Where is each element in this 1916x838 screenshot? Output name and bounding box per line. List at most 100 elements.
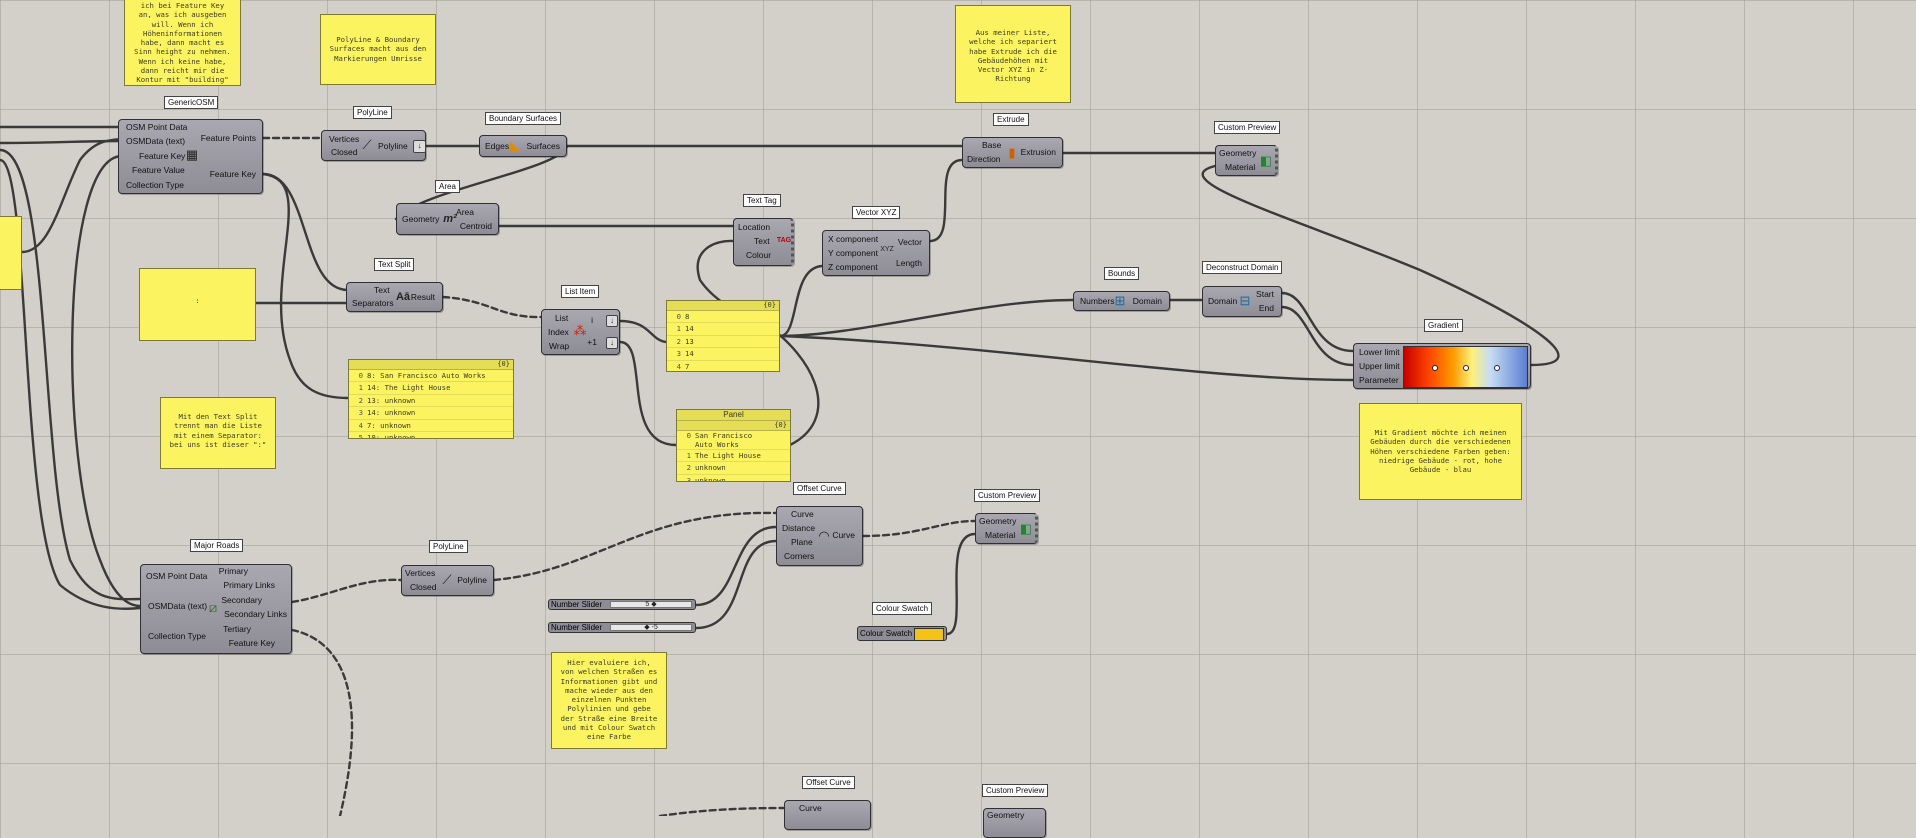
- port-oc2-curve[interactable]: Curve: [799, 803, 822, 813]
- text-split-component[interactable]: Text Separators Aā Result: [346, 282, 443, 312]
- port-feature-points[interactable]: Feature Points: [200, 133, 256, 143]
- polyline-2-title: PolyLine: [429, 540, 468, 553]
- port-length[interactable]: Length: [896, 258, 922, 268]
- polyline-2-component[interactable]: Vertices Closed ⟋ Polyline: [401, 565, 494, 596]
- port-z-component[interactable]: Z component: [828, 262, 878, 272]
- text-split-title: Text Split: [374, 258, 415, 271]
- port-colour[interactable]: Colour: [746, 250, 772, 260]
- port-mr-osmdata-text[interactable]: OSMData (text): [148, 601, 208, 611]
- port-tertiary[interactable]: Tertiary: [223, 624, 251, 634]
- port-collection-type[interactable]: Collection Type: [126, 180, 184, 190]
- port-p2-vertices[interactable]: Vertices: [405, 568, 436, 578]
- port-mr-collection-type[interactable]: Collection Type: [148, 631, 206, 641]
- port-feature-key[interactable]: Feature Key: [139, 151, 186, 161]
- major-roads-component[interactable]: OSM Point Data OSMData (text) Collection…: [140, 564, 292, 654]
- offset-curve-2-component[interactable]: Curve: [784, 800, 871, 830]
- custom-preview-2-component[interactable]: Geometry Material ◧: [975, 513, 1038, 544]
- port-parameter[interactable]: Parameter: [1359, 375, 1399, 385]
- port-cp2-material[interactable]: Material: [985, 530, 1016, 540]
- port-location[interactable]: Location: [738, 222, 771, 232]
- slider-track[interactable]: ◆ -5: [610, 624, 692, 631]
- gradient-component[interactable]: Lower limit Upper limit Parameter: [1353, 343, 1531, 389]
- gradient-grip[interactable]: [1463, 365, 1469, 371]
- bounds-component[interactable]: Numbers ⊞ Domain: [1073, 291, 1170, 311]
- port-area[interactable]: Area: [456, 207, 474, 217]
- gradient-grip[interactable]: [1494, 365, 1500, 371]
- port-cp3-geometry[interactable]: Geometry: [987, 810, 1025, 820]
- generic-osm-component[interactable]: OSM Point Data OSMData (text) Feature Ke…: [118, 119, 263, 194]
- port-extrusion[interactable]: Extrusion: [1020, 147, 1056, 157]
- custom-preview-1-component[interactable]: Geometry Material ◧: [1215, 145, 1278, 176]
- port-primary[interactable]: Primary: [218, 566, 248, 576]
- port-mr-feature-key[interactable]: Feature Key: [228, 638, 275, 648]
- port-upper-limit[interactable]: Upper limit: [1359, 361, 1400, 371]
- port-base[interactable]: Base: [982, 140, 1002, 150]
- port-oc-distance[interactable]: Distance: [782, 523, 816, 533]
- port-cp2-geometry[interactable]: Geometry: [979, 516, 1017, 526]
- port-primary-links[interactable]: Primary Links: [223, 580, 275, 590]
- port-vertices[interactable]: Vertices: [329, 134, 360, 144]
- port-numbers[interactable]: Numbers: [1080, 296, 1115, 306]
- port-tag-text[interactable]: Text: [754, 236, 770, 246]
- port-domain[interactable]: Domain: [1132, 296, 1162, 306]
- area-component[interactable]: Geometry m² Area Centroid: [396, 203, 499, 235]
- port-direction[interactable]: Direction: [967, 154, 1001, 164]
- vector-xyz-component[interactable]: X component Y component Z component XYZ …: [822, 230, 930, 276]
- offset-curve-1-component[interactable]: Curve Distance Plane Corners ◠ Curve: [776, 506, 863, 566]
- polyline-1-component[interactable]: Vertices Closed ⟋ Polyline ↓: [321, 130, 426, 161]
- number-slider-distance-negative[interactable]: Number Slider ◆ -5: [548, 622, 696, 633]
- boundary-surfaces-component[interactable]: Edges ◣ Surfaces: [479, 135, 567, 157]
- polyline-output-label[interactable]: Polyline: [378, 141, 408, 151]
- number-slider-distance[interactable]: Number Slider 5 ◆: [548, 599, 696, 610]
- port-text[interactable]: Text: [374, 285, 390, 295]
- text-tag-component[interactable]: Location Text Colour TAG: [733, 218, 794, 266]
- port-y-component[interactable]: Y component: [828, 248, 878, 258]
- port-oc-plane[interactable]: Plane: [791, 537, 813, 547]
- port-edges[interactable]: Edges: [485, 141, 510, 151]
- port-closed[interactable]: Closed: [331, 147, 358, 157]
- list-item-component[interactable]: List Index Wrap ⁂ i +1 ↓ ↓: [541, 309, 620, 355]
- port-mr-osm-point-data[interactable]: OSM Point Data: [146, 571, 208, 581]
- colour-swatch-component[interactable]: Colour Swatch: [857, 626, 947, 641]
- port-x-component[interactable]: X component: [828, 234, 879, 244]
- slider-track[interactable]: 5 ◆: [610, 601, 692, 608]
- port-list[interactable]: List: [555, 313, 569, 323]
- port-start[interactable]: Start: [1256, 289, 1274, 299]
- panel-row-value: 13: unknown: [367, 395, 416, 405]
- port-index[interactable]: Index: [548, 327, 569, 337]
- port-end[interactable]: End: [1258, 303, 1274, 313]
- port-centroid[interactable]: Centroid: [459, 221, 492, 231]
- port-cp1-geometry[interactable]: Geometry: [1219, 148, 1257, 158]
- deconstruct-domain-component[interactable]: Domain ⊟ Start End: [1202, 286, 1282, 317]
- gradient-grip[interactable]: [1432, 365, 1438, 371]
- port-plus-one[interactable]: +1: [587, 337, 597, 347]
- custom-preview-3-component[interactable]: Geometry: [983, 808, 1046, 838]
- port-oc-curve-out[interactable]: Curve: [832, 530, 855, 540]
- polyline-2-output-label[interactable]: Polyline: [457, 575, 487, 585]
- extrude-component[interactable]: Base Direction ▮ Extrusion: [962, 137, 1063, 168]
- port-geometry[interactable]: Geometry: [402, 214, 440, 224]
- port-p2-closed[interactable]: Closed: [410, 582, 437, 592]
- port-lower-limit[interactable]: Lower limit: [1359, 347, 1400, 357]
- port-osmdata-text[interactable]: OSMData (text): [126, 136, 186, 146]
- port-i[interactable]: i: [591, 315, 593, 325]
- port-result[interactable]: Result: [410, 292, 435, 302]
- port-oc-corners[interactable]: Corners: [784, 551, 815, 561]
- port-vector[interactable]: Vector: [897, 237, 922, 247]
- port-surfaces[interactable]: Surfaces: [526, 141, 560, 151]
- gradient-bar[interactable]: [1403, 346, 1528, 388]
- port-feature-key-out[interactable]: Feature Key: [209, 169, 256, 179]
- colour-swatch-chip[interactable]: [914, 628, 944, 641]
- port-separators[interactable]: Separators: [352, 298, 394, 308]
- port-oc-curve[interactable]: Curve: [791, 509, 814, 519]
- port-secondary-links[interactable]: Secondary Links: [224, 609, 287, 619]
- port-wrap[interactable]: Wrap: [549, 341, 570, 351]
- port-secondary[interactable]: Secondary: [221, 595, 262, 605]
- port-cp1-material[interactable]: Material: [1225, 162, 1256, 172]
- port-dd-domain[interactable]: Domain: [1208, 296, 1238, 306]
- port-feature-value[interactable]: Feature Value: [132, 165, 185, 175]
- port-osm-point-data[interactable]: OSM Point Data: [126, 122, 188, 132]
